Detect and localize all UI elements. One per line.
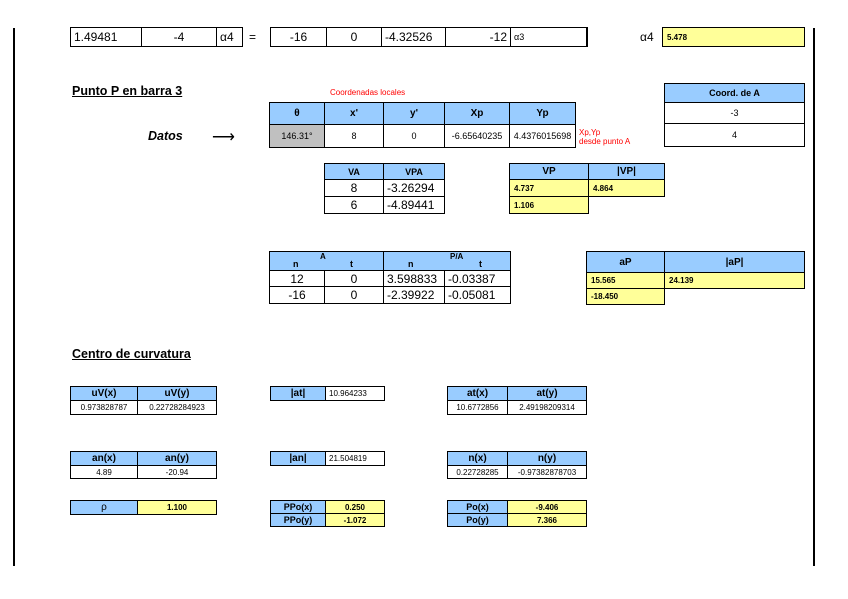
value-theta[interactable]: 146.31° <box>269 124 325 148</box>
anx-value[interactable]: 4.89 <box>70 465 138 479</box>
coord-a-x[interactable]: -3 <box>664 102 805 124</box>
coord-a-y[interactable]: 4 <box>664 123 805 147</box>
local-coords-note: Coordenadas locales <box>330 88 406 97</box>
datos-label: Datos <box>148 129 183 143</box>
top-cell-alpha3[interactable]: α3 <box>510 27 588 47</box>
header-nx: n(x) <box>447 451 508 466</box>
header-uvx: uV(x) <box>70 386 138 401</box>
ap-x[interactable]: 15.565 <box>586 272 665 289</box>
header-ppoy: PPo(y) <box>270 513 326 527</box>
header-pa-n: n <box>408 259 414 269</box>
arrow-right-icon: ⟶ <box>212 129 235 146</box>
header-pa: P/A <box>450 252 464 261</box>
vpa-row2[interactable]: -4.89441 <box>383 196 445 214</box>
value-yp[interactable]: 4.4376015698 <box>509 124 576 148</box>
xp-yp-note-line2: desde punto A <box>579 137 631 146</box>
header-atx: at(x) <box>447 386 508 401</box>
pa-n-row2[interactable]: -2.39922 <box>383 286 445 304</box>
header-aty: at(y) <box>507 386 587 401</box>
pa-n-row1[interactable]: 3.598833 <box>383 270 445 287</box>
header-x-prime: x' <box>324 102 384 125</box>
page-border-left <box>13 28 15 566</box>
value-y-prime[interactable]: 0 <box>383 124 445 148</box>
alpha4-value[interactable]: 5.478 <box>662 27 805 47</box>
vp-abs[interactable]: 4.864 <box>588 179 665 197</box>
a-t-row1[interactable]: 0 <box>324 270 384 287</box>
value-xp[interactable]: -6.65640235 <box>444 124 510 148</box>
nx-value[interactable]: 0.22728285 <box>447 465 508 479</box>
section-title-curvatura: Centro de curvatura <box>72 347 191 361</box>
top-cell-6[interactable]: -4.32526 <box>381 27 446 47</box>
header-a-t: t <box>350 259 353 269</box>
ppoy-value[interactable]: -1.072 <box>325 513 385 527</box>
header-pox: Po(x) <box>447 500 508 514</box>
header-ap-abs: |aP| <box>664 251 805 273</box>
page-border-right <box>813 28 815 566</box>
top-cell-5[interactable]: 0 <box>326 27 382 47</box>
va-row1[interactable]: 8 <box>324 179 384 197</box>
header-a: A <box>320 252 326 261</box>
alpha4-label: α4 <box>640 30 654 44</box>
va-row2[interactable]: 6 <box>324 196 384 214</box>
at-abs-value[interactable]: 10.964233 <box>325 386 385 401</box>
an-abs-value[interactable]: 21.504819 <box>325 451 385 466</box>
a-t-row2[interactable]: 0 <box>324 286 384 304</box>
ap-y[interactable]: -18.450 <box>586 288 665 305</box>
header-theta: θ <box>269 102 325 125</box>
uvy-value[interactable]: 0.22728284923 <box>137 400 217 415</box>
atx-value[interactable]: 10.6772856 <box>447 400 508 415</box>
section-title-punto-p: Punto P en barra 3 <box>72 84 183 98</box>
equals-sign: = <box>249 30 257 44</box>
value-x-prime[interactable]: 8 <box>324 124 384 148</box>
header-a-group: A n t <box>269 251 384 271</box>
header-poy: Po(y) <box>447 513 508 527</box>
header-vp: VP <box>509 163 589 180</box>
poy-value[interactable]: 7.366 <box>507 513 587 527</box>
top-cell-1[interactable]: 1.49481 <box>70 27 142 47</box>
header-va: VA <box>324 163 384 180</box>
a-n-row1[interactable]: 12 <box>269 270 325 287</box>
header-a-n: n <box>293 259 299 269</box>
coord-a-header: Coord. de A <box>664 83 805 103</box>
header-yp: Yp <box>509 102 576 125</box>
header-an-abs: |an| <box>270 451 326 466</box>
header-at-abs: |at| <box>270 386 326 401</box>
pox-value[interactable]: -9.406 <box>507 500 587 514</box>
vpa-row1[interactable]: -3.26294 <box>383 179 445 197</box>
pa-t-row2[interactable]: -0.05081 <box>444 286 511 304</box>
header-uvy: uV(y) <box>137 386 217 401</box>
header-any: an(y) <box>137 451 217 466</box>
a-n-row2[interactable]: -16 <box>269 286 325 304</box>
header-rho: ρ <box>70 500 138 515</box>
header-vpa: VPA <box>383 163 445 180</box>
ny-value[interactable]: -0.97382878703 <box>507 465 587 479</box>
pa-t-row1[interactable]: -0.03387 <box>444 270 511 287</box>
header-ap: aP <box>586 251 665 273</box>
header-ny: n(y) <box>507 451 587 466</box>
header-pa-t: t <box>479 259 482 269</box>
uvx-value[interactable]: 0.973828787 <box>70 400 138 415</box>
xp-yp-note-line1: Xp,Yp <box>579 128 601 137</box>
top-cell-7[interactable]: -12 <box>445 27 511 47</box>
any-value[interactable]: -20.94 <box>137 465 217 479</box>
top-cell-4[interactable]: -16 <box>270 27 327 47</box>
header-pa-group: P/A n t <box>383 251 511 271</box>
vp-x[interactable]: 4.737 <box>509 179 589 197</box>
rho-value[interactable]: 1.100 <box>137 500 217 515</box>
header-ppox: PPo(x) <box>270 500 326 514</box>
vp-y[interactable]: 1.106 <box>509 196 589 214</box>
top-cell-alpha4[interactable]: α4 <box>216 27 243 47</box>
header-anx: an(x) <box>70 451 138 466</box>
header-xp: Xp <box>444 102 510 125</box>
header-y-prime: y' <box>383 102 445 125</box>
ppox-value[interactable]: 0.250 <box>325 500 385 514</box>
top-cell-2[interactable]: -4 <box>141 27 217 47</box>
aty-value[interactable]: 2.49198209314 <box>507 400 587 415</box>
ap-abs[interactable]: 24.139 <box>664 272 805 289</box>
header-vp-abs: |VP| <box>588 163 665 180</box>
